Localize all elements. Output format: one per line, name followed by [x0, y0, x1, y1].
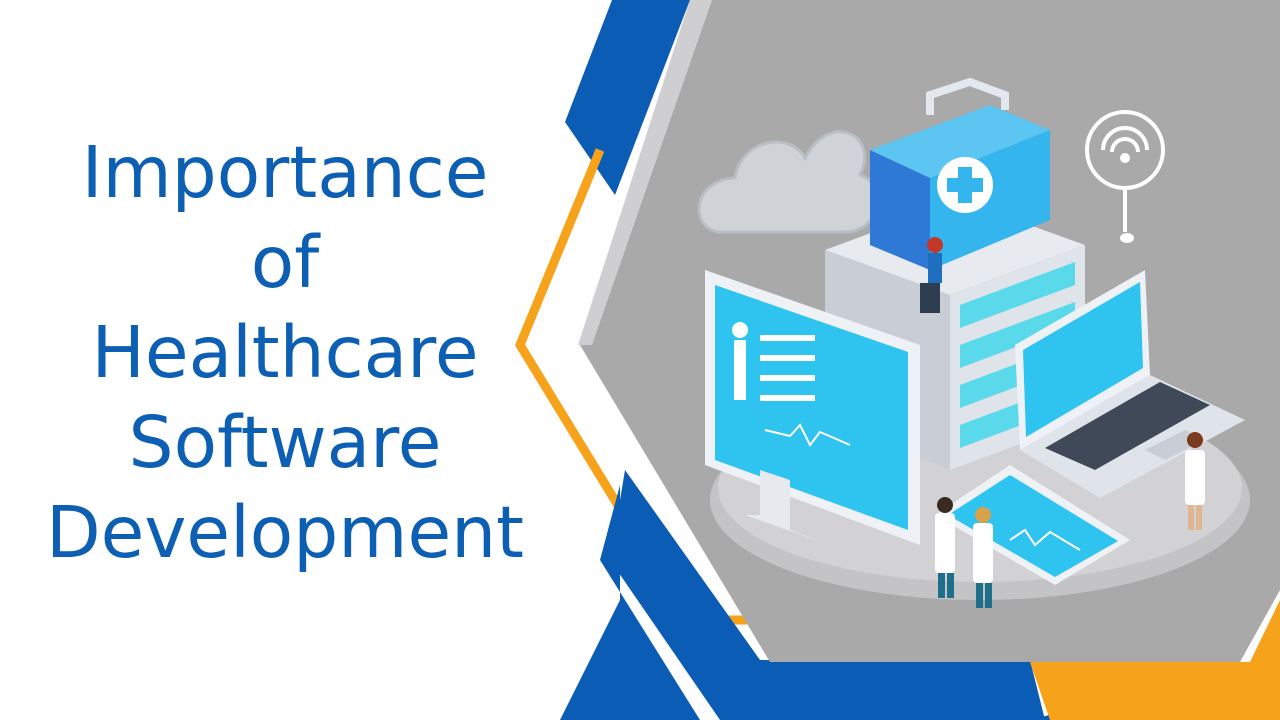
gray-panel-edge: [578, 0, 712, 345]
tablet-icon: [935, 465, 1130, 585]
title-line: Development: [46, 491, 524, 574]
slide-title: Importance of Healthcare Software Develo…: [20, 128, 550, 578]
first-aid-kit-icon: [870, 77, 1050, 270]
blue-band-lower-inner: [610, 470, 1045, 720]
monitor-icon: [705, 270, 920, 545]
blue-band-upper: [565, 0, 690, 195]
laptop-icon: [1015, 270, 1245, 498]
title-line: Software: [128, 401, 442, 484]
title-line: of: [250, 221, 320, 304]
title-line: Importance: [81, 131, 489, 214]
wifi-icon: [1085, 110, 1165, 243]
doctor-figures-icon: [920, 237, 1205, 608]
orange-corner: [1030, 600, 1280, 720]
title-line: Healthcare: [91, 311, 479, 394]
